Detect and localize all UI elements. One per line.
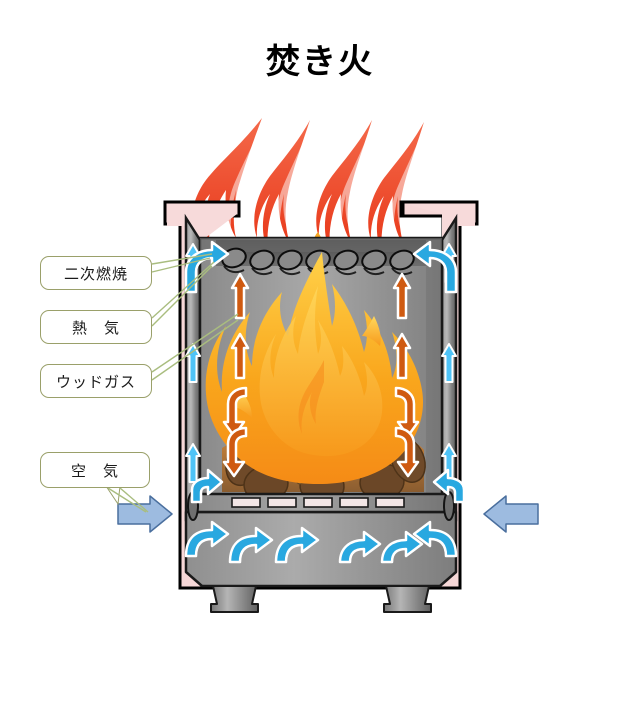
callout-label: 熱 気 [71,318,120,337]
callout-label: ウッドガス [55,372,136,391]
secondary-flames-group [191,118,424,256]
right-air-inlet-arrow [483,495,539,533]
secondary-flame [316,120,372,250]
callout-air[interactable]: 空 気 [40,452,150,488]
callout-label: 二次燃焼 [63,264,128,283]
main-flame [205,252,424,484]
primary-air-intake-arrows [117,495,539,533]
orange-rising-arrow-left [230,272,250,320]
callout-leader-lines [151,253,239,381]
stove-leg [210,585,259,613]
grate-slot [231,497,405,508]
under-grate-air-arrows [184,468,466,564]
secondary-air-holes-row [221,247,415,276]
fire-grate [194,492,448,514]
secondary-flame [368,122,424,252]
callout-wood-gas[interactable]: ウッドガス [40,364,152,398]
leader-hot-air [151,261,215,319]
callout-hot-air[interactable]: 熱 気 [40,310,152,344]
secondary-air-inlet-arrows [184,240,458,294]
leader-wood-gas [151,313,239,373]
wood-gas-arrows [222,272,420,478]
leader-secondary-combustion-2 [151,257,211,273]
stove-leg [383,585,432,613]
leader-hot-air-2 [151,265,213,327]
page-title: 焚き火 [266,42,374,82]
leader-wood-gas-2 [151,319,239,381]
secondary-flame [254,120,310,250]
callout-secondary-combustion[interactable]: 二次燃焼 [40,256,152,290]
leader-secondary-combustion [151,253,213,265]
callout-label: 空 気 [70,461,119,480]
stove-legs [210,585,432,613]
left-air-inlet-arrow [117,495,173,533]
